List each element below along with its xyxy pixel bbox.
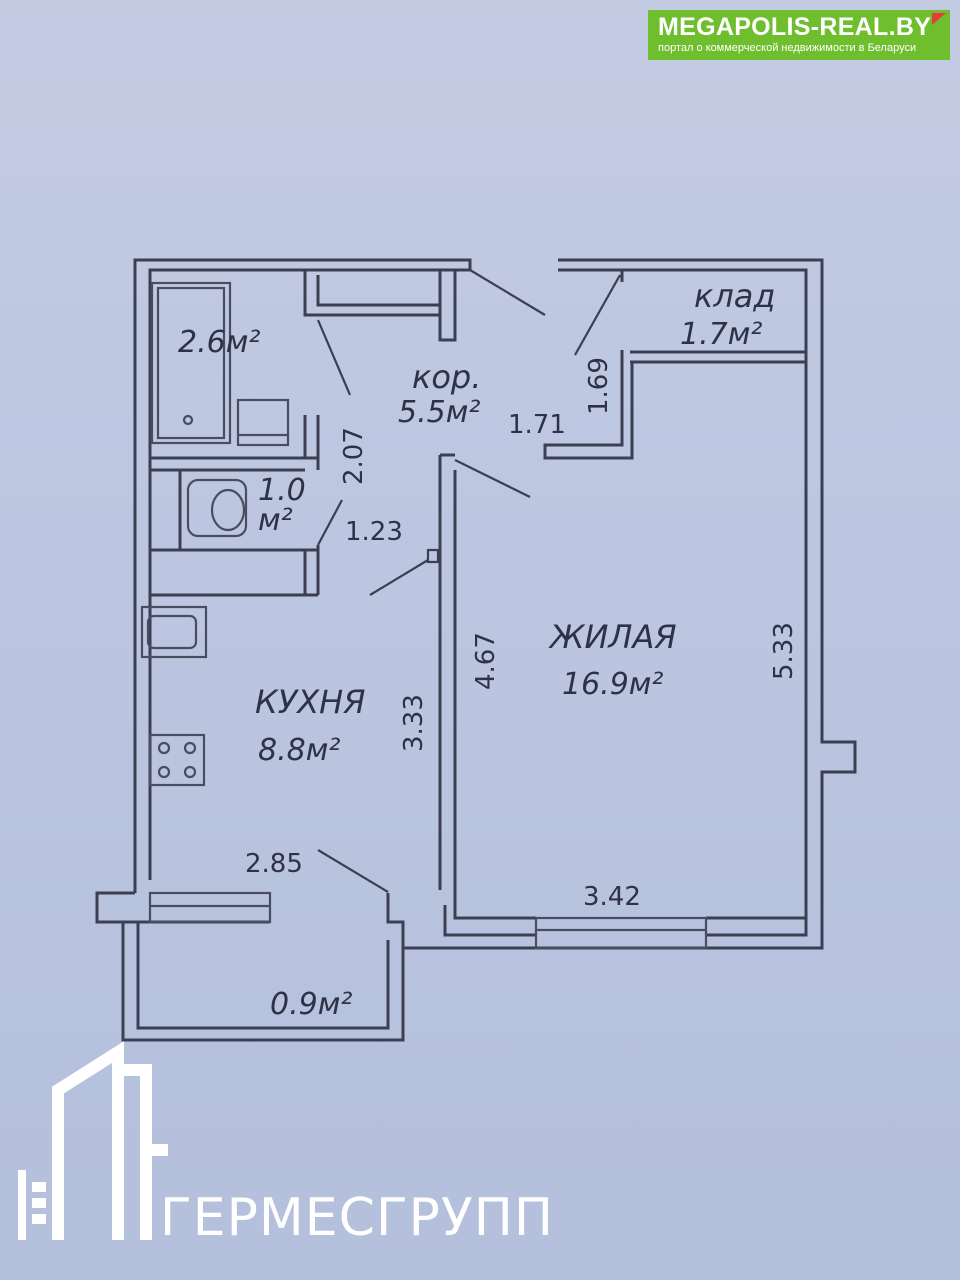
- brand-name: ГЕРМЕСГРУПП: [160, 1188, 554, 1248]
- living-window: [534, 916, 708, 950]
- dim-living-right: 5.33: [769, 622, 799, 680]
- storage-area: 1.7м²: [680, 317, 762, 352]
- dim-kitchen-width: 2.85: [245, 849, 303, 879]
- dim-toilet-door: 1.23: [345, 517, 403, 547]
- balcony-area: 0.9м²: [270, 987, 352, 1022]
- watermark-site: MEGAPOLIS-REAL.BY: [658, 13, 932, 41]
- kitchen-area: 8.8м²: [258, 733, 340, 768]
- dim-corridor-width: 1.71: [508, 410, 566, 440]
- toilet-area-unit: м²: [258, 503, 293, 538]
- outer-walls: [133, 258, 857, 950]
- living-area: 16.9м²: [562, 667, 663, 702]
- dim-living-left: 4.67: [471, 632, 501, 690]
- dim-corridor-length: 2.07: [339, 427, 369, 485]
- watermark-tagline: портал о коммерческой недвижимости в Бел…: [658, 42, 917, 54]
- building-logo-icon: [18, 1041, 168, 1240]
- bathroom-area: 2.6м²: [178, 325, 260, 360]
- bathroom-fixtures: [150, 281, 320, 470]
- dim-living-width: 3.42: [583, 882, 641, 912]
- corridor-walls: [303, 270, 457, 457]
- dim-storage-depth: 1.69: [584, 357, 614, 415]
- door-swings: [316, 269, 621, 893]
- storage-name: клад: [694, 277, 776, 315]
- dim-kitchen-side: 3.33: [399, 694, 429, 752]
- living-name: ЖИЛАЯ: [548, 618, 677, 656]
- kitchen-fixtures: [140, 605, 208, 787]
- balcony: [95, 891, 405, 1042]
- watermark-banner[interactable]: MEGAPOLIS-REAL.BY портал о коммерческой …: [648, 10, 950, 60]
- corridor-area: 5.5м²: [398, 395, 480, 430]
- storage-walls: [543, 270, 806, 460]
- flag-icon: [932, 13, 946, 25]
- kitchen-name: КУХНЯ: [255, 683, 365, 721]
- toilet-area-value: 1.0: [258, 473, 306, 508]
- toilet-fixtures: [150, 468, 320, 597]
- corridor-name: кор.: [412, 358, 481, 396]
